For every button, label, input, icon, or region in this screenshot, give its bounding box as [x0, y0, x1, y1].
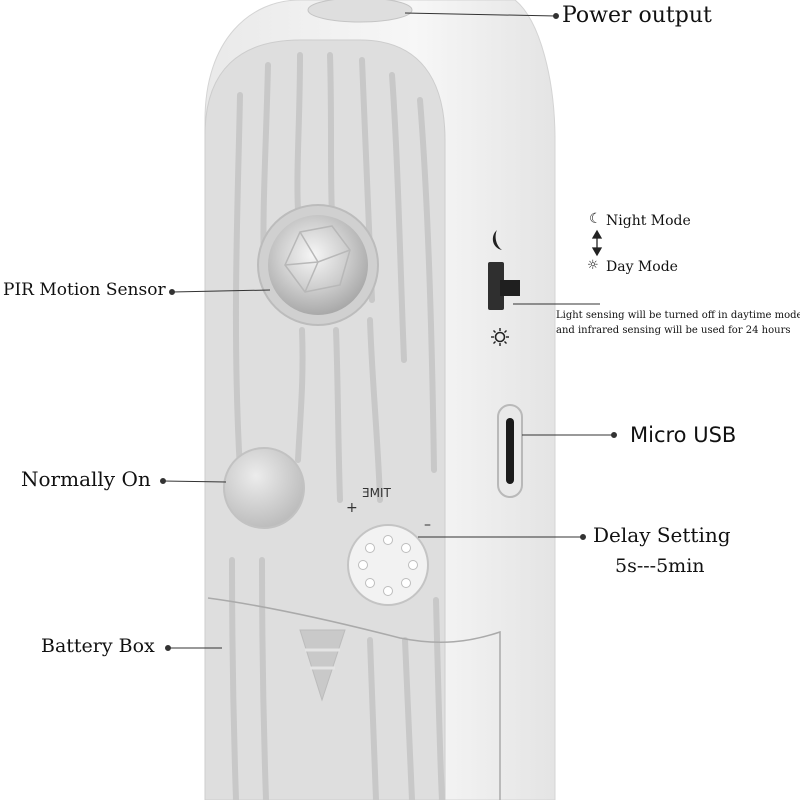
pir-motion-sensor-label: PIR Motion Sensor	[3, 280, 166, 300]
day-mode-icon: ☼	[587, 258, 599, 273]
time-dial-label: TIME	[362, 486, 391, 500]
time-minus-label: –	[424, 517, 431, 533]
time-dial-dots	[358, 535, 418, 596]
pir-sensor-lens	[268, 215, 368, 315]
day-mode-label: Day Mode	[606, 259, 678, 275]
micro-usb-label: Micro USB	[630, 423, 737, 447]
mode-toggle-arrow-icon	[591, 229, 603, 257]
light-sensing-note-line2: and infrared sensing will be used for 24…	[556, 325, 791, 336]
night-mode-icon: ☾	[589, 211, 602, 227]
mode-switch	[488, 262, 504, 310]
light-sensing-note-line1: Light sensing will be turned off in dayt…	[556, 310, 800, 321]
battery-box-label: Battery Box	[41, 635, 155, 657]
leader-lines	[160, 12, 617, 651]
delay-range-label: 5s---5min	[615, 555, 705, 577]
moon-icon	[492, 230, 502, 250]
sun-icon	[491, 328, 509, 346]
power-output-port	[307, 0, 413, 23]
time-plus-label: +	[346, 500, 358, 516]
night-mode-label: Night Mode	[606, 213, 691, 229]
battery-arrow-icon	[299, 629, 346, 702]
normally-on-label: Normally On	[21, 467, 151, 491]
power-output-label: Power output	[562, 3, 712, 28]
battery-box-seam	[207, 597, 501, 800]
normally-on-button	[223, 447, 305, 529]
mode-switch-toggle	[500, 280, 520, 296]
delay-setting-label: Delay Setting	[593, 523, 731, 547]
